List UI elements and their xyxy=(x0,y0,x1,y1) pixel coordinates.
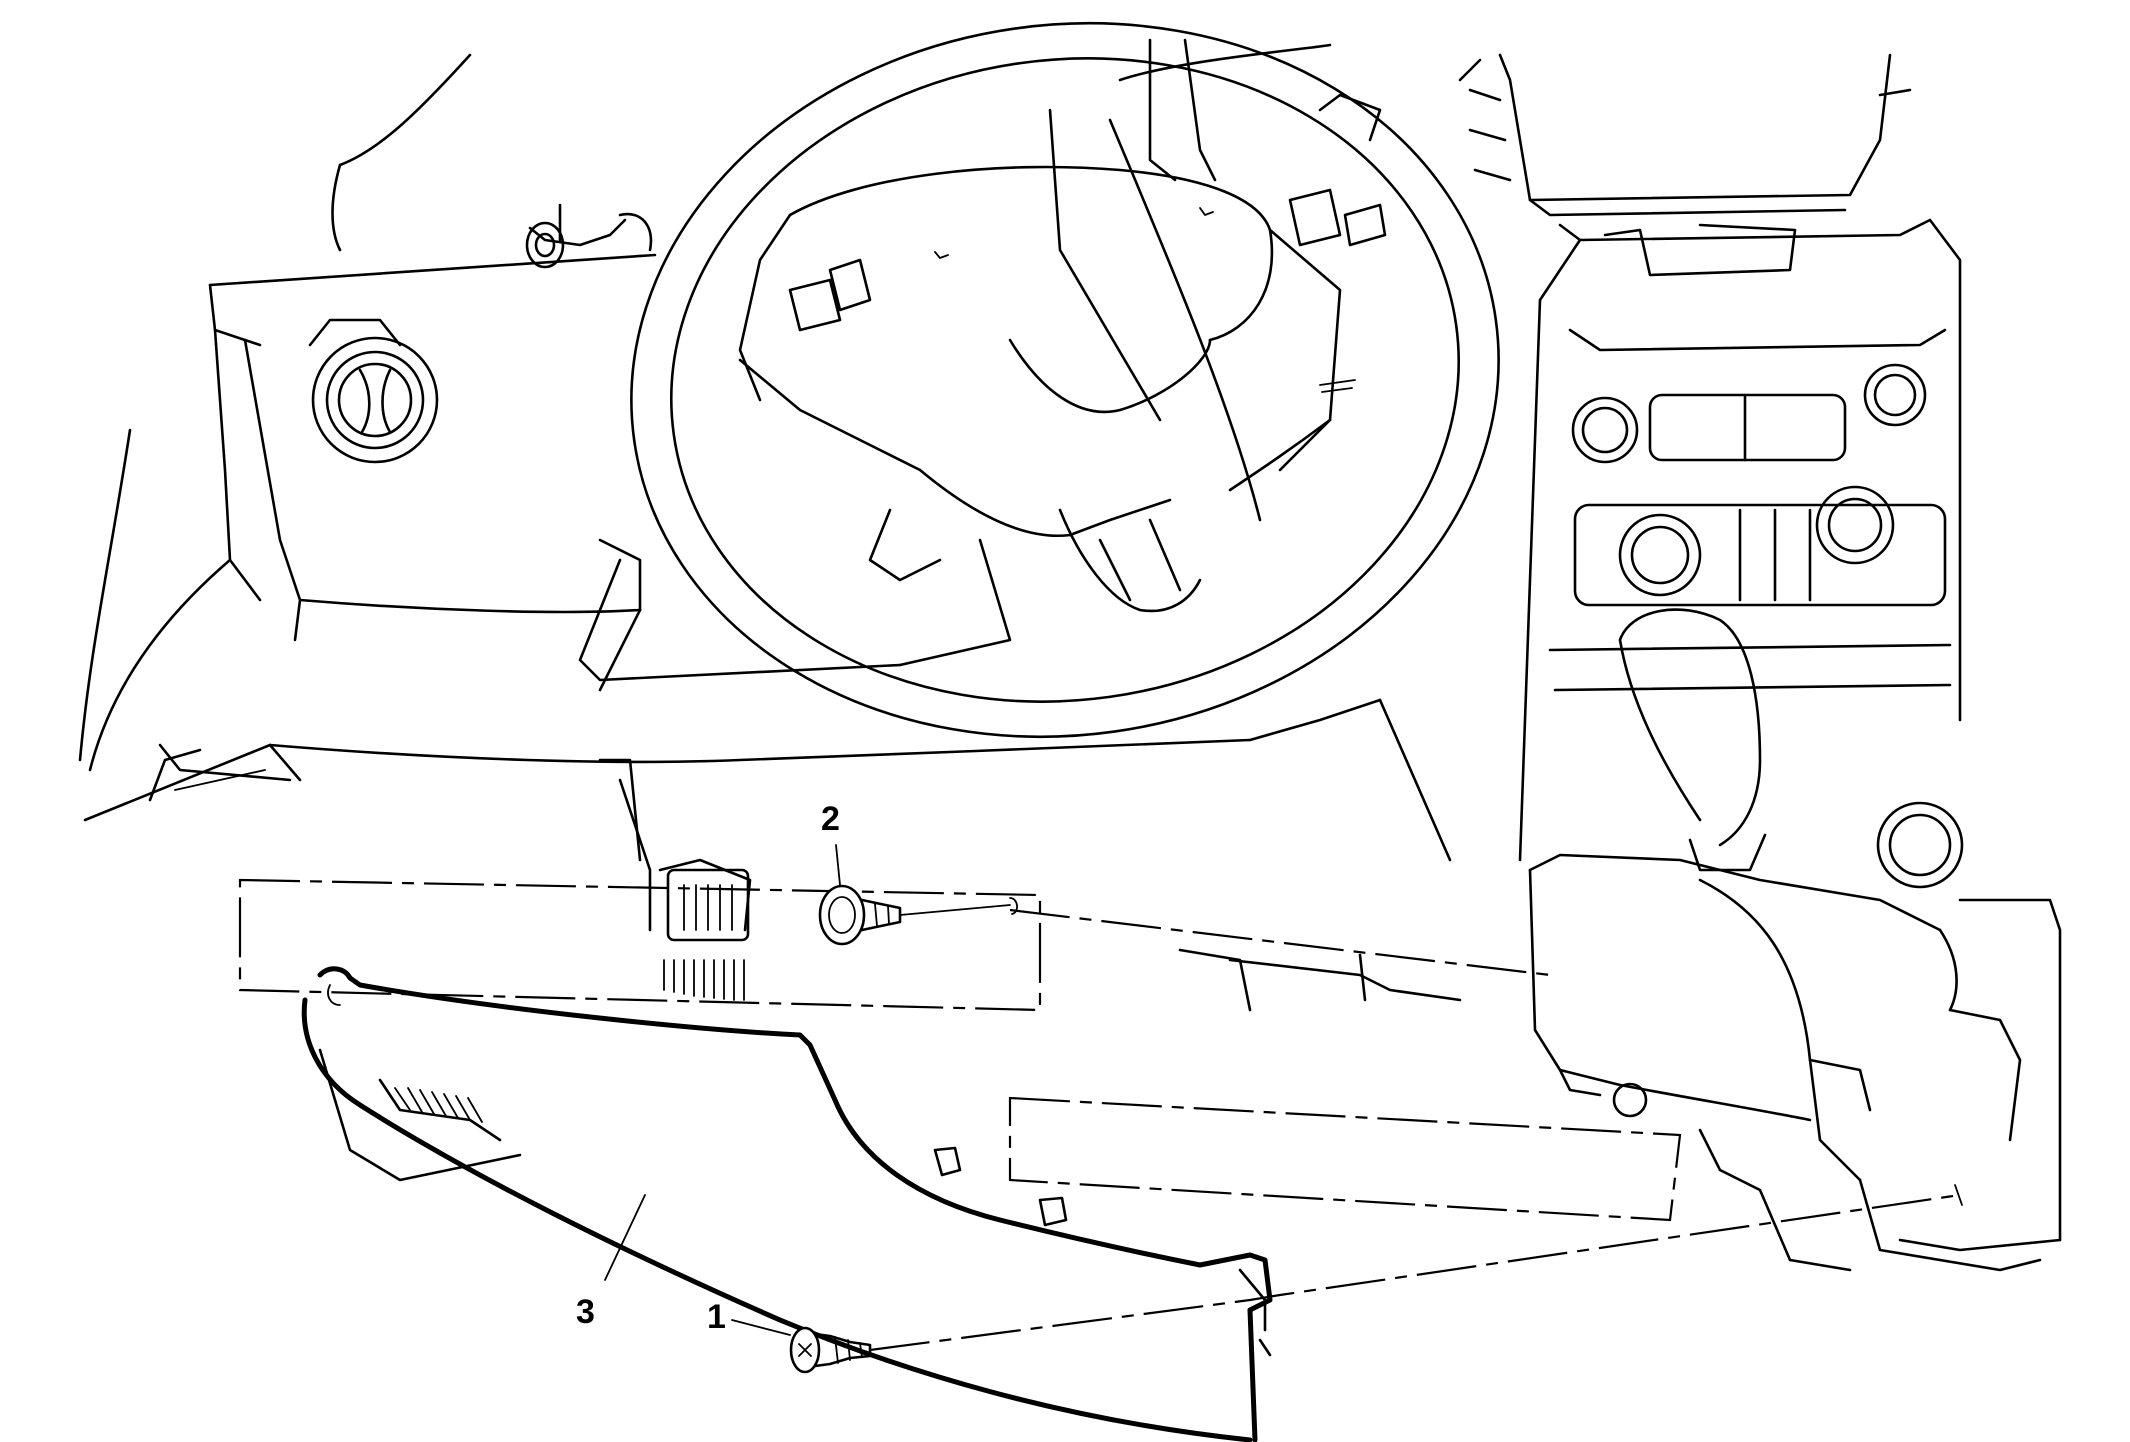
retainer-clip xyxy=(818,884,902,946)
callout-2-leader xyxy=(835,844,841,886)
instrument-panel xyxy=(78,38,1452,862)
steering-wheel xyxy=(630,21,1500,739)
clip-target-hole xyxy=(1009,897,1018,915)
steering-column-switch xyxy=(525,93,1382,269)
callout-label-2: 2 xyxy=(821,800,840,838)
left-air-vent xyxy=(308,318,439,464)
screw-alignment-line xyxy=(869,1193,1961,1352)
clip-leader-line xyxy=(899,904,1011,916)
knee-bolster-panel xyxy=(301,966,1273,1442)
callout-label-1: 1 xyxy=(707,1298,726,1336)
mount-bracket xyxy=(1954,1184,1963,1206)
lower-dash-area xyxy=(318,758,1462,1182)
center-stack xyxy=(1458,53,1962,862)
callout-label-3: 3 xyxy=(576,1293,595,1331)
center-console xyxy=(1528,853,2062,1272)
screw xyxy=(789,1326,872,1374)
callout-1-leader xyxy=(731,1319,791,1336)
callout-3-leader xyxy=(604,1194,646,1281)
gear-shifter xyxy=(1618,608,1964,889)
phantom-planes xyxy=(238,878,1682,1222)
